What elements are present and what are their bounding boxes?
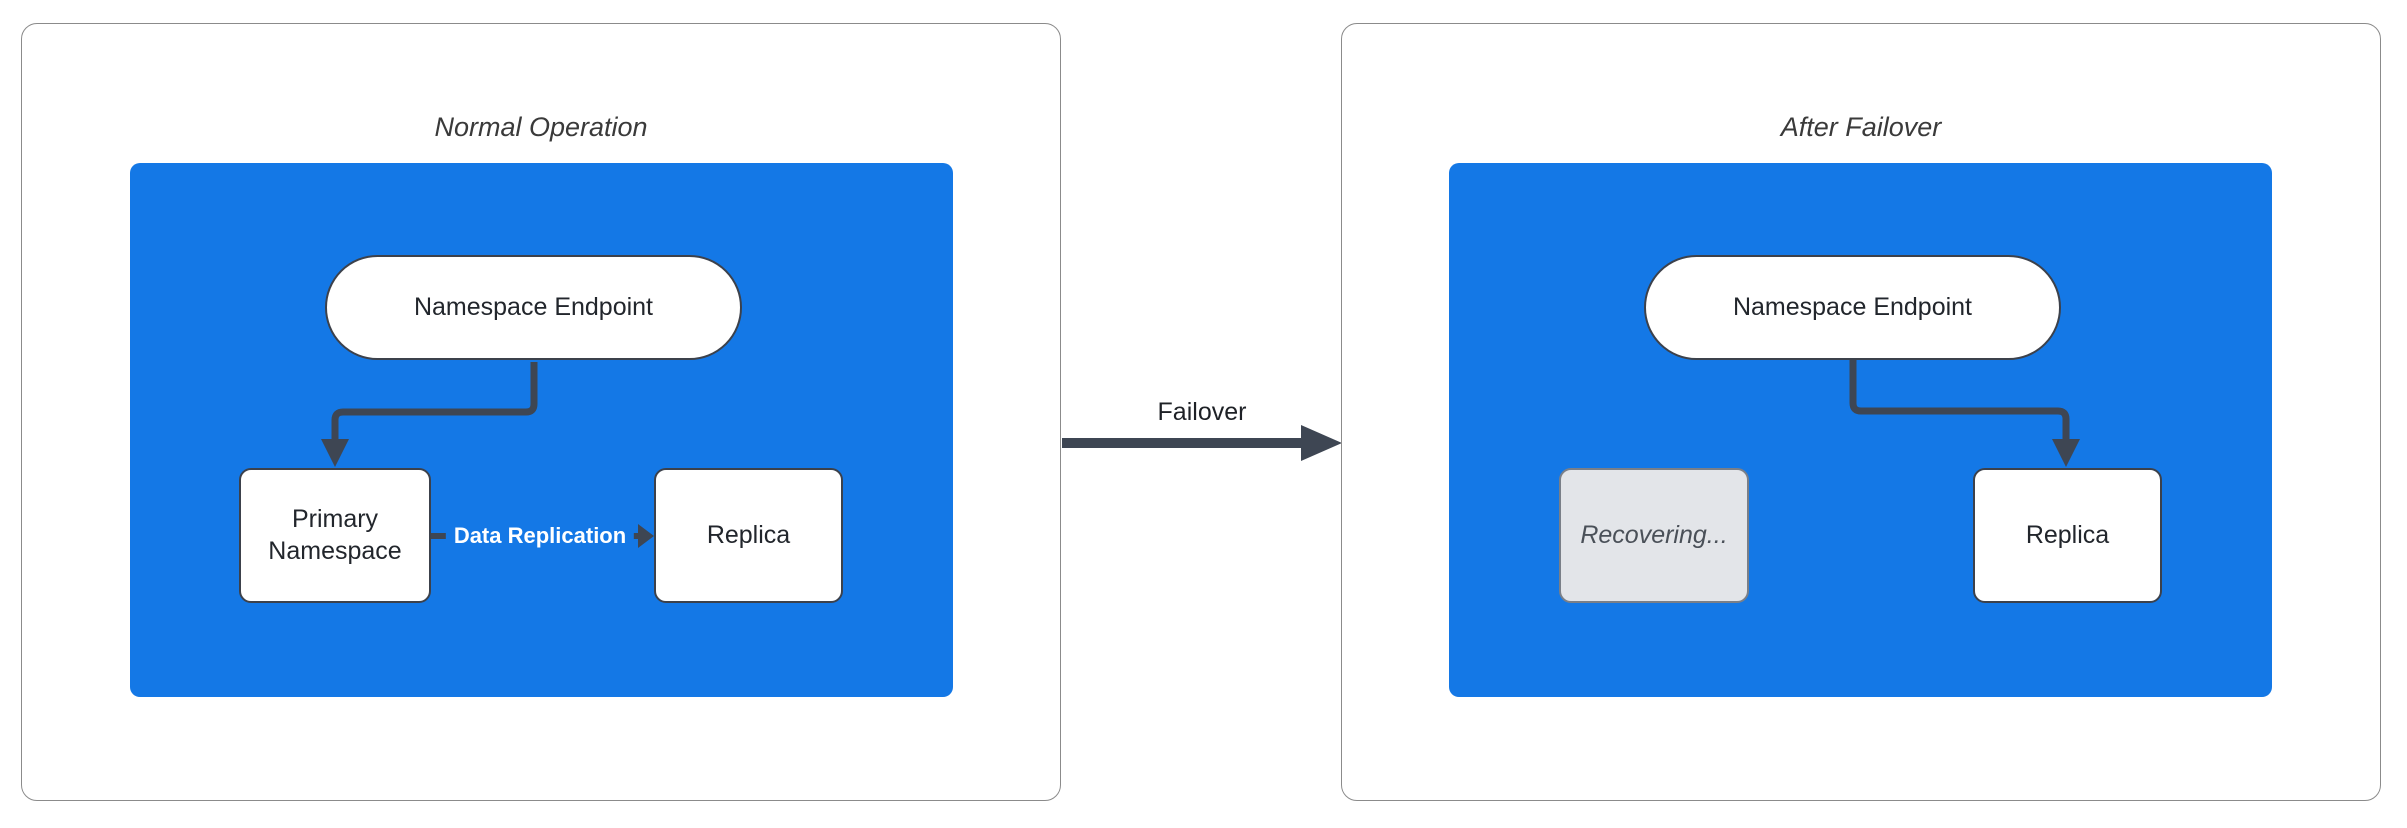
edge-endpoint-to-replica (1849, 359, 2070, 446)
node-label: Recovering... (1580, 520, 1728, 549)
node-label: Replica (706, 520, 791, 549)
node-namespace-endpoint: Namespace Endpoint (1644, 255, 2061, 360)
node-replica: Replica (1973, 468, 2162, 603)
panel-title-normal-operation: Normal Operation (434, 112, 648, 142)
edges-layer-after (1849, 359, 2080, 467)
arrowhead-to-replica-icon (638, 524, 654, 548)
panel-after-failover: After Failover Namespace Endpoint Recove… (1341, 23, 2381, 801)
cluster-after-failover: Namespace Endpoint Recovering... Replica (1449, 163, 2272, 697)
node-label: Primary Namespace (268, 505, 402, 565)
node-primary-namespace: Primary Namespace (239, 468, 431, 603)
edges-layer-normal (321, 362, 654, 548)
failover-connector: Failover (1061, 398, 1343, 473)
edge-label-data-replication: Data Replication (445, 521, 635, 551)
edge-endpoint-to-primary (331, 362, 538, 446)
node-replica: Replica (654, 468, 843, 603)
cluster-normal-operation: Namespace Endpoint Primary Namespace Rep… (130, 163, 953, 697)
failover-arrow-icon (1062, 425, 1342, 461)
node-label: Replica (2025, 520, 2110, 549)
arrowhead-to-primary-icon (321, 439, 349, 467)
node-label: Namespace Endpoint (1732, 292, 1973, 321)
arrowhead-to-replica-icon (2052, 439, 2080, 467)
node-recovering: Recovering... (1559, 468, 1749, 603)
node-namespace-endpoint: Namespace Endpoint (325, 255, 742, 360)
node-label: Namespace Endpoint (413, 292, 654, 321)
panel-title-after-failover: After Failover (1780, 112, 1942, 142)
panel-normal-operation: Normal Operation Namespace Endpoint Prim… (21, 23, 1061, 801)
failover-arrowhead-icon (1301, 425, 1342, 461)
failover-label: Failover (1157, 398, 1247, 426)
